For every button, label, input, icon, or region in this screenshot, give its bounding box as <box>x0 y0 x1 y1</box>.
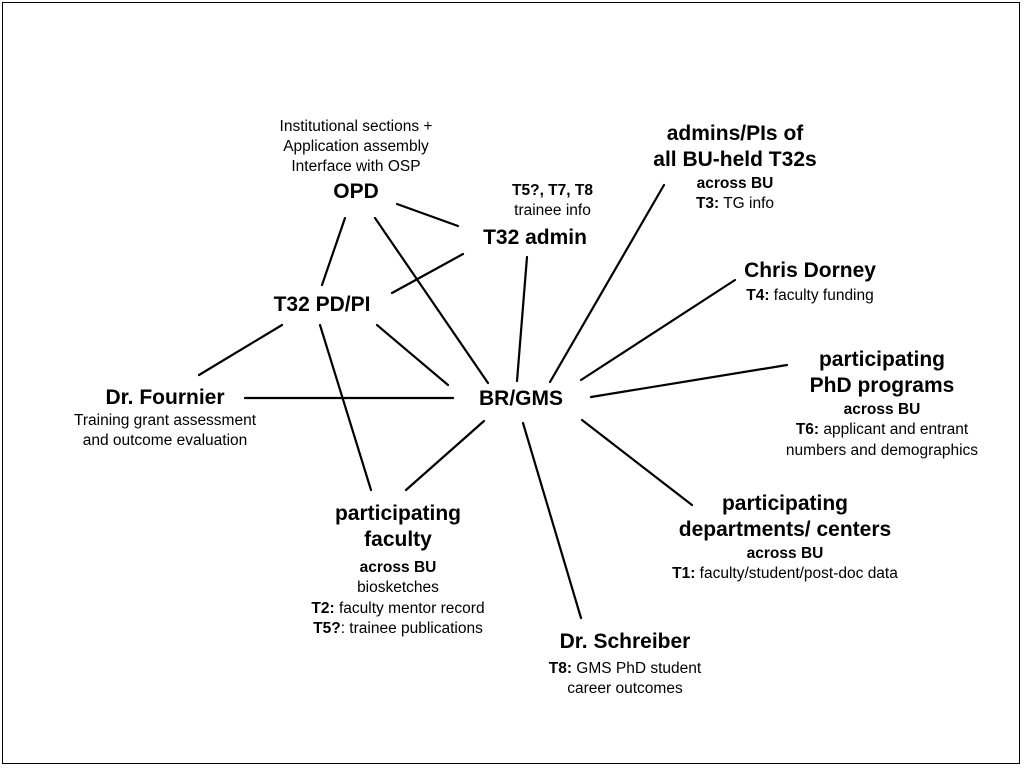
dr-fournier-desc-line: Training grant assessment <box>73 411 257 429</box>
task-text: applicant and entrant <box>819 421 969 439</box>
edge-opd-t32-admin <box>395 202 460 228</box>
task-code: T6: <box>795 421 820 439</box>
departments-title-line: participating <box>721 492 848 515</box>
t32-admin-title: T32 admin <box>483 226 587 249</box>
node-admins-pis: admins/PIs of all BU-held T32s across BU… <box>610 121 860 215</box>
admins-pis-title-line: all BU-held T32s <box>653 147 817 171</box>
faculty-task-t2: T2: faculty mentor record <box>268 599 528 619</box>
opd-desc-line: Interface with OSP <box>291 158 421 176</box>
admins-pis-task: T3: TG info <box>610 194 860 214</box>
departments-scope: across BU <box>746 545 824 563</box>
edge-br-gms-dr-schreiber <box>521 421 583 620</box>
edge-br-gms-faculty <box>404 419 486 492</box>
faculty-title-line: participating <box>334 502 461 525</box>
phd-programs-title-line: PhD programs <box>809 373 955 397</box>
task-text: faculty mentor record <box>334 599 485 617</box>
admins-pis-scope: across BU <box>696 175 774 193</box>
opd-desc-line: Institutional sections + <box>279 118 433 135</box>
task-code: T1: <box>672 565 696 583</box>
node-dr-fournier: Dr. Fournier Training grant assessment a… <box>40 385 290 451</box>
faculty-task-t5: T5?: trainee publications <box>268 619 528 639</box>
t32-pd-pi-title: T32 PD/PI <box>273 293 371 316</box>
node-t32-admin: T5?, T7, T8 trainee info <box>446 181 656 221</box>
node-departments: participating departments/ centers acros… <box>640 491 930 585</box>
edge-phd-programs-br-gms <box>589 363 789 399</box>
dr-schreiber-task: T8: GMS PhD student <box>510 659 740 679</box>
departments-title-line: departments/ centers <box>678 517 892 541</box>
task-text: GMS PhD student <box>572 659 702 677</box>
dr-fournier-desc-line: and outcome evaluation <box>82 431 248 449</box>
opd-description: Institutional sections + Application ass… <box>236 117 476 177</box>
departments-task: T1: faculty/student/post-doc data <box>640 564 930 584</box>
phd-programs-title: participating PhD programs <box>757 347 1007 398</box>
task-code: T2: <box>311 599 335 617</box>
faculty-biosketches: biosketches <box>357 579 439 597</box>
task-text: faculty/student/post-doc data <box>695 565 898 583</box>
node-chris-dorney: Chris Dorney T4: faculty funding <box>700 258 920 306</box>
admins-pis-title-line: admins/PIs of <box>666 122 804 145</box>
dr-fournier-title: Dr. Fournier <box>105 386 225 409</box>
task-code: T8: <box>548 659 572 677</box>
chris-dorney-title: Chris Dorney <box>744 259 876 282</box>
task-text: TG info <box>719 195 775 213</box>
edge-t32-pd-pi-faculty <box>318 323 373 492</box>
task-text: faculty funding <box>769 286 874 304</box>
task-text: : trainee publications <box>340 619 483 637</box>
task-code: T3: <box>695 195 720 213</box>
edge-admins-pis-br-gms <box>548 183 666 384</box>
task-code: T4: <box>746 286 770 304</box>
task-code: T5? <box>313 619 341 637</box>
opd-title: OPD <box>333 180 379 204</box>
edge-opd-br-gms <box>373 216 490 385</box>
chris-dorney-task: T4: faculty funding <box>700 286 920 306</box>
phd-programs-task: T6: applicant and entrant <box>757 420 1007 440</box>
edge-t32-admin-t32-pd-pi <box>390 252 465 295</box>
departments-title: participating departments/ centers <box>640 491 930 542</box>
t32-admin-tasks: T5?, T7, T8 <box>512 182 593 199</box>
edge-chris-dorney-br-gms <box>579 278 737 382</box>
edge-t32-admin-br-gms <box>515 255 529 383</box>
phd-programs-scope: across BU <box>843 401 921 419</box>
node-dr-schreiber: Dr. Schreiber T8: GMS PhD student career… <box>510 629 740 699</box>
faculty-scope: across BU <box>359 559 437 577</box>
faculty-title-line: faculty <box>364 527 432 551</box>
faculty-title: participating faculty <box>268 501 528 552</box>
phd-programs-title-line: participating <box>818 348 945 371</box>
node-opd: Institutional sections + Application ass… <box>236 117 476 205</box>
node-faculty: participating faculty across BU biosketc… <box>268 501 528 639</box>
node-phd-programs: participating PhD programs across BU T6:… <box>757 347 1007 461</box>
t32-admin-info: trainee info <box>514 202 591 220</box>
edge-t32-pd-pi-dr-fournier <box>197 323 284 377</box>
opd-desc-line: Application assembly <box>283 138 429 156</box>
edge-br-gms-departments <box>580 418 694 507</box>
br-gms-title: BR/GMS <box>479 387 563 410</box>
dr-schreiber-task-cont: career outcomes <box>567 679 683 697</box>
dr-fournier-description: Training grant assessment and outcome ev… <box>40 411 290 451</box>
dr-schreiber-title: Dr. Schreiber <box>559 630 691 653</box>
edge-t32-pd-pi-br-gms <box>375 323 450 387</box>
admins-pis-title: admins/PIs of all BU-held T32s <box>610 121 860 172</box>
edge-opd-t32-pd-pi <box>320 216 347 287</box>
phd-programs-task-cont: numbers and demographics <box>785 441 979 459</box>
